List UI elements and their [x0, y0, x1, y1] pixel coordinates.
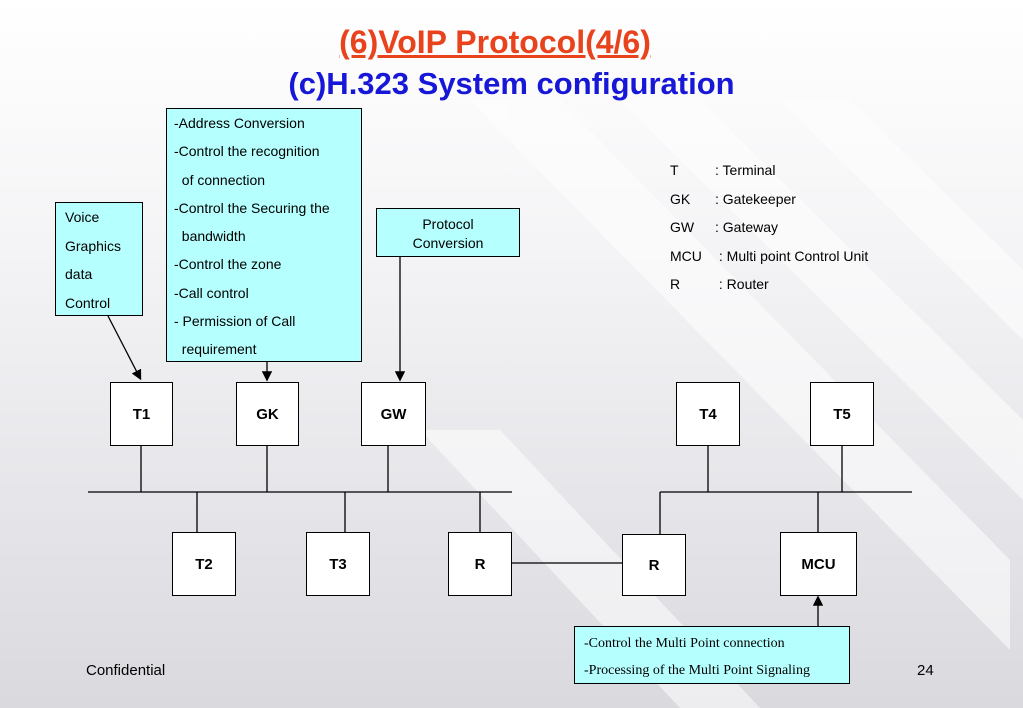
gatekeeper-callout-line: -Control the Securing the: [174, 199, 330, 216]
legend-row: T : Terminal: [670, 156, 868, 185]
protocol-callout-line: Conversion: [412, 235, 484, 251]
legend-abbr: GK: [670, 190, 691, 207]
gatekeeper-callout: -Address Conversion -Control the recogni…: [166, 108, 362, 362]
legend-desc: : Gateway: [715, 219, 779, 235]
mcu-callout-line: -Processing of the Multi Point Signaling: [584, 663, 810, 678]
abbreviation-legend: T : Terminal GK : Gatekeeper GW : Gateway M…: [670, 156, 868, 299]
node-mcu: MCU: [780, 532, 857, 596]
protocol-conversion-callout: Protocol Conversion: [376, 208, 520, 257]
voice-callout-line: Control: [65, 294, 111, 311]
voice-callout-line: Graphics: [65, 237, 122, 254]
legend-abbr: GW: [670, 219, 695, 235]
gatekeeper-callout-line: -Call control: [174, 284, 249, 301]
node-gw: GW: [361, 382, 426, 446]
gatekeeper-callout-line: -Control the recognition: [174, 143, 320, 160]
gatekeeper-callout-line: requirement: [174, 341, 257, 358]
node-t5: T5: [810, 382, 874, 446]
voice-callout: Voice Graphics data Control: [55, 202, 143, 316]
node-t1: T1: [110, 382, 173, 446]
gatekeeper-callout-line: bandwidth: [174, 228, 246, 245]
voice-arrow: [107, 315, 142, 381]
legend-row: GW : Gateway: [670, 213, 868, 242]
legend-desc: : Router: [715, 276, 769, 292]
node-t2: T2: [172, 532, 236, 596]
mcu-callout: -Control the Multi Point connection -Pro…: [574, 626, 850, 684]
mcu-callout-line: -Control the Multi Point connection: [584, 636, 785, 651]
footer-confidential: Confidential: [86, 662, 166, 679]
voice-callout-line: data: [65, 266, 93, 282]
legend-row: R : Router: [670, 270, 868, 299]
legend-row: GK : Gatekeeper: [670, 185, 868, 214]
slide-subtitle: (c)H.323 System configuration: [288, 66, 735, 101]
node-router-right: R: [622, 534, 686, 596]
gatekeeper-callout-line: -Address Conversion: [174, 115, 305, 131]
legend-row: MCU : Multi point Control Unit: [670, 242, 868, 271]
voice-callout-line: Voice: [65, 209, 100, 225]
gatekeeper-callout-line: -Control the zone: [174, 256, 282, 273]
node-t3: T3: [306, 532, 370, 596]
legend-desc: : Gatekeeper: [715, 190, 796, 207]
legend-abbr: T: [670, 162, 679, 178]
legend-abbr: MCU: [670, 247, 702, 264]
gatekeeper-callout-line: - Permission of Call: [174, 313, 296, 330]
legend-abbr: R: [670, 276, 681, 292]
slide-title: (6)VoIP Protocol(4/6): [339, 24, 651, 60]
protocol-callout-line: Protocol: [422, 216, 474, 232]
page-number: 24: [917, 662, 934, 679]
legend-desc: : Terminal: [715, 162, 776, 178]
node-gk: GK: [236, 382, 299, 446]
gatekeeper-callout-line: of connection: [174, 171, 266, 188]
node-router-left: R: [448, 532, 512, 596]
legend-desc: : Multi point Control Unit: [715, 247, 869, 264]
node-t4: T4: [676, 382, 740, 446]
